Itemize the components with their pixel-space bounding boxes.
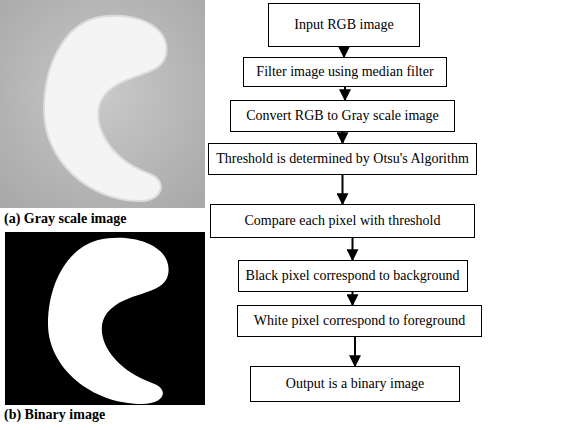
step-text: White pixel correspond to foreground bbox=[254, 313, 466, 329]
step-text: Black pixel correspond to background bbox=[246, 268, 460, 284]
flow-arrow bbox=[342, 175, 344, 204]
step-text: Convert RGB to Gray scale image bbox=[246, 108, 438, 124]
flow-arrow bbox=[342, 132, 344, 143]
step-text: Filter image using median filter bbox=[256, 64, 433, 80]
step-text: Compare each pixel with threshold bbox=[245, 213, 441, 229]
flow-arrow bbox=[344, 87, 346, 100]
process-box: Convert RGB to Gray scale image bbox=[230, 100, 455, 132]
image-caption: (a) Gray scale image bbox=[4, 211, 126, 227]
cashew-binary bbox=[48, 238, 169, 404]
flow-arrow bbox=[343, 47, 345, 57]
process-box: Input RGB image bbox=[268, 3, 420, 47]
process-box: Threshold is determined by Otsu's Algori… bbox=[208, 143, 477, 175]
step-text: Input RGB image bbox=[294, 17, 394, 33]
flow-arrow bbox=[352, 292, 354, 305]
image-caption: (b) Binary image bbox=[4, 407, 105, 423]
process-box: Output is a binary image bbox=[250, 366, 460, 402]
grayscale-photo bbox=[0, 0, 205, 208]
process-box: Filter image using median filter bbox=[243, 57, 447, 87]
process-box: Compare each pixel with threshold bbox=[210, 204, 475, 238]
flow-arrow bbox=[352, 238, 354, 260]
binary-photo bbox=[5, 232, 205, 405]
flow-arrow bbox=[354, 337, 356, 366]
cashew-gray bbox=[44, 16, 167, 201]
step-text: Output is a binary image bbox=[286, 376, 424, 392]
process-box: White pixel correspond to foreground bbox=[237, 305, 482, 337]
step-text: Threshold is determined by Otsu's Algori… bbox=[216, 151, 469, 167]
process-box: Black pixel correspond to background bbox=[238, 260, 468, 292]
